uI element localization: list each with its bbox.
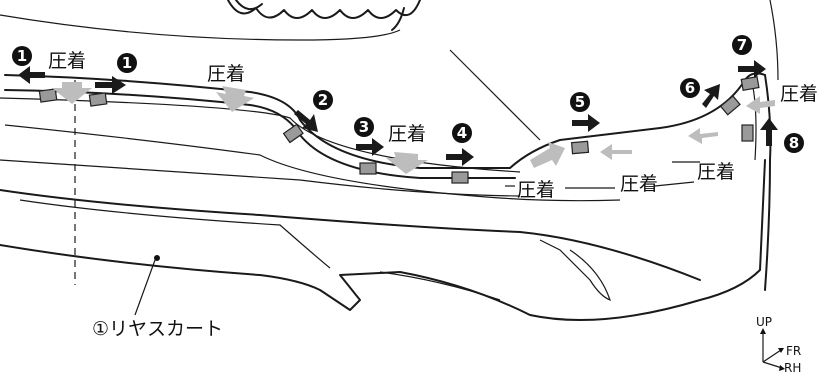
push-arrow-5 (572, 114, 600, 132)
push-arrow-8 (760, 118, 778, 146)
step-1b: 1 (117, 53, 137, 73)
press-label-5: 圧着 (620, 173, 658, 195)
tape-5 (451, 171, 469, 184)
tape-8 (740, 75, 760, 91)
direction-right-label: RH (784, 361, 801, 374)
push-arrow-4 (446, 148, 474, 166)
step-markers: 1 1 2 3 4 5 6 7 8 (12, 35, 804, 153)
push-arrow-3 (356, 138, 384, 156)
step-1a: 1 (12, 46, 32, 66)
press-arrow-4 (530, 142, 565, 168)
press-arrow-5 (600, 144, 632, 160)
part-name-label: ①リヤスカート (92, 318, 223, 340)
press-label-6: 圧着 (697, 161, 735, 183)
step-7: 7 (732, 35, 752, 55)
label-connectors (505, 161, 700, 189)
press-arrow-1 (52, 82, 92, 104)
callout-leader (134, 259, 156, 316)
push-arrow-6 (702, 84, 720, 108)
tape-3 (282, 123, 304, 144)
step-4: 4 (452, 123, 472, 143)
svg-text:3: 3 (359, 118, 369, 136)
press-labels: 圧着 圧着 圧着 圧着 圧着 圧着 圧着 (48, 50, 818, 201)
svg-text:2: 2 (318, 91, 328, 109)
direction-up-label: UP (756, 315, 772, 329)
tape-2 (88, 92, 108, 107)
push-arrow-1b (95, 76, 126, 94)
press-label-3: 圧着 (388, 123, 426, 145)
tape-pieces (38, 75, 760, 184)
wavy-decoration (227, 0, 421, 31)
tape-1 (38, 88, 58, 103)
svg-text:4: 4 (457, 124, 467, 142)
svg-text:1: 1 (17, 47, 27, 65)
step-5: 5 (570, 92, 590, 112)
callout-dot (154, 255, 160, 261)
step-8: 8 (784, 133, 804, 153)
step-3: 3 (354, 117, 374, 137)
press-arrow-7 (746, 96, 775, 114)
direction-front-label: FR (786, 344, 801, 358)
tape-9 (741, 124, 754, 142)
svg-text:8: 8 (789, 134, 799, 152)
svg-text:5: 5 (575, 93, 585, 111)
push-arrow-2 (294, 110, 318, 132)
tape-4 (359, 162, 377, 175)
tape-6 (570, 140, 590, 155)
direction-indicator: UP FR RH (756, 315, 801, 375)
push-arrow-7 (738, 60, 766, 78)
svg-text:1: 1 (122, 54, 132, 72)
step-6: 6 (680, 78, 700, 98)
press-label-1: 圧着 (48, 50, 86, 72)
tape-7 (719, 95, 741, 116)
body-upper-line (0, 14, 401, 41)
press-label-4: 圧着 (517, 179, 555, 201)
press-label-7: 圧着 (780, 83, 818, 105)
press-arrow-6 (688, 128, 718, 144)
svg-text:7: 7 (737, 36, 747, 54)
part-callout: ①リヤスカート (92, 255, 223, 340)
step-2: 2 (313, 90, 333, 110)
press-arrows (52, 82, 775, 174)
press-label-2: 圧着 (207, 63, 245, 85)
press-arrow-2 (216, 86, 254, 112)
svg-text:6: 6 (685, 79, 695, 97)
press-arrow-3 (386, 152, 428, 174)
push-arrow-1a (18, 66, 45, 84)
push-arrows (18, 60, 778, 166)
